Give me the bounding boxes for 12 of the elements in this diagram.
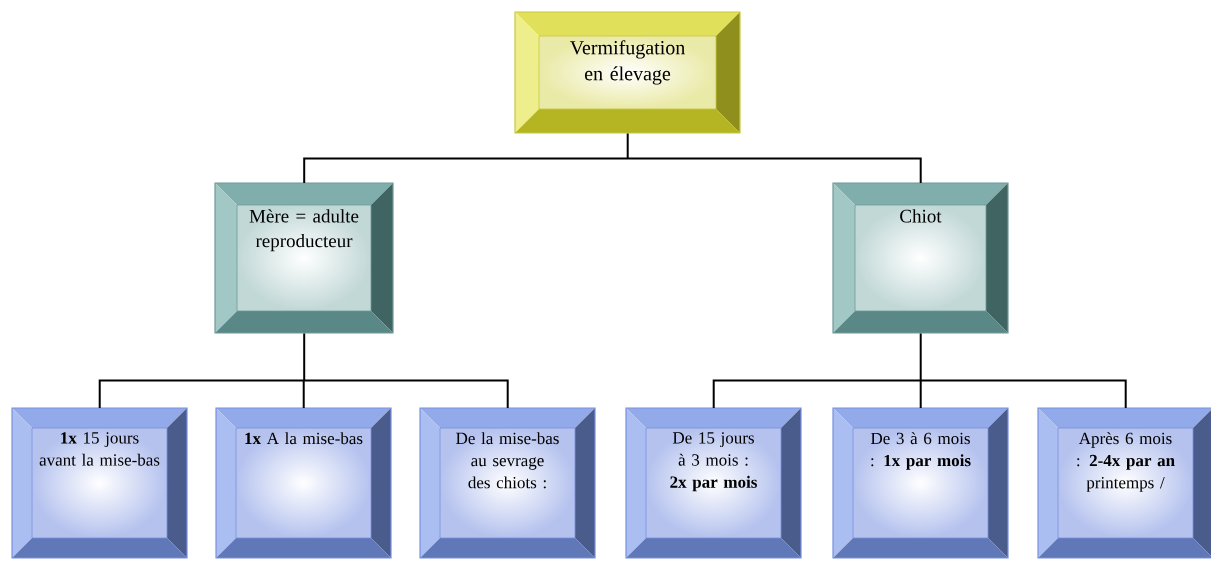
bevel-box: 1x 15 jours avant la mise-bas <box>11 407 188 559</box>
connector-line <box>712 332 1127 409</box>
bevel-box: De 15 jours à 3 mois : 2x par mois <box>625 407 802 559</box>
bevel-box: Après 6 mois : 2-4x par an printemps / <box>1037 407 1211 559</box>
bevel-box: 1x A la mise-bas <box>215 407 392 559</box>
connector-line <box>303 132 922 184</box>
bevel-box: De la mise-bas au sevrage des chiots : <box>419 407 596 559</box>
bevel-box: Vermifugation en élevage <box>514 11 741 134</box>
connector-line <box>98 332 509 409</box>
bevel-box: Mère = adulte reproducteur <box>214 182 394 334</box>
bevel-box: Chiot <box>832 182 1009 334</box>
bevel-box: De 3 à 6 mois : 1x par mois <box>832 407 1009 559</box>
